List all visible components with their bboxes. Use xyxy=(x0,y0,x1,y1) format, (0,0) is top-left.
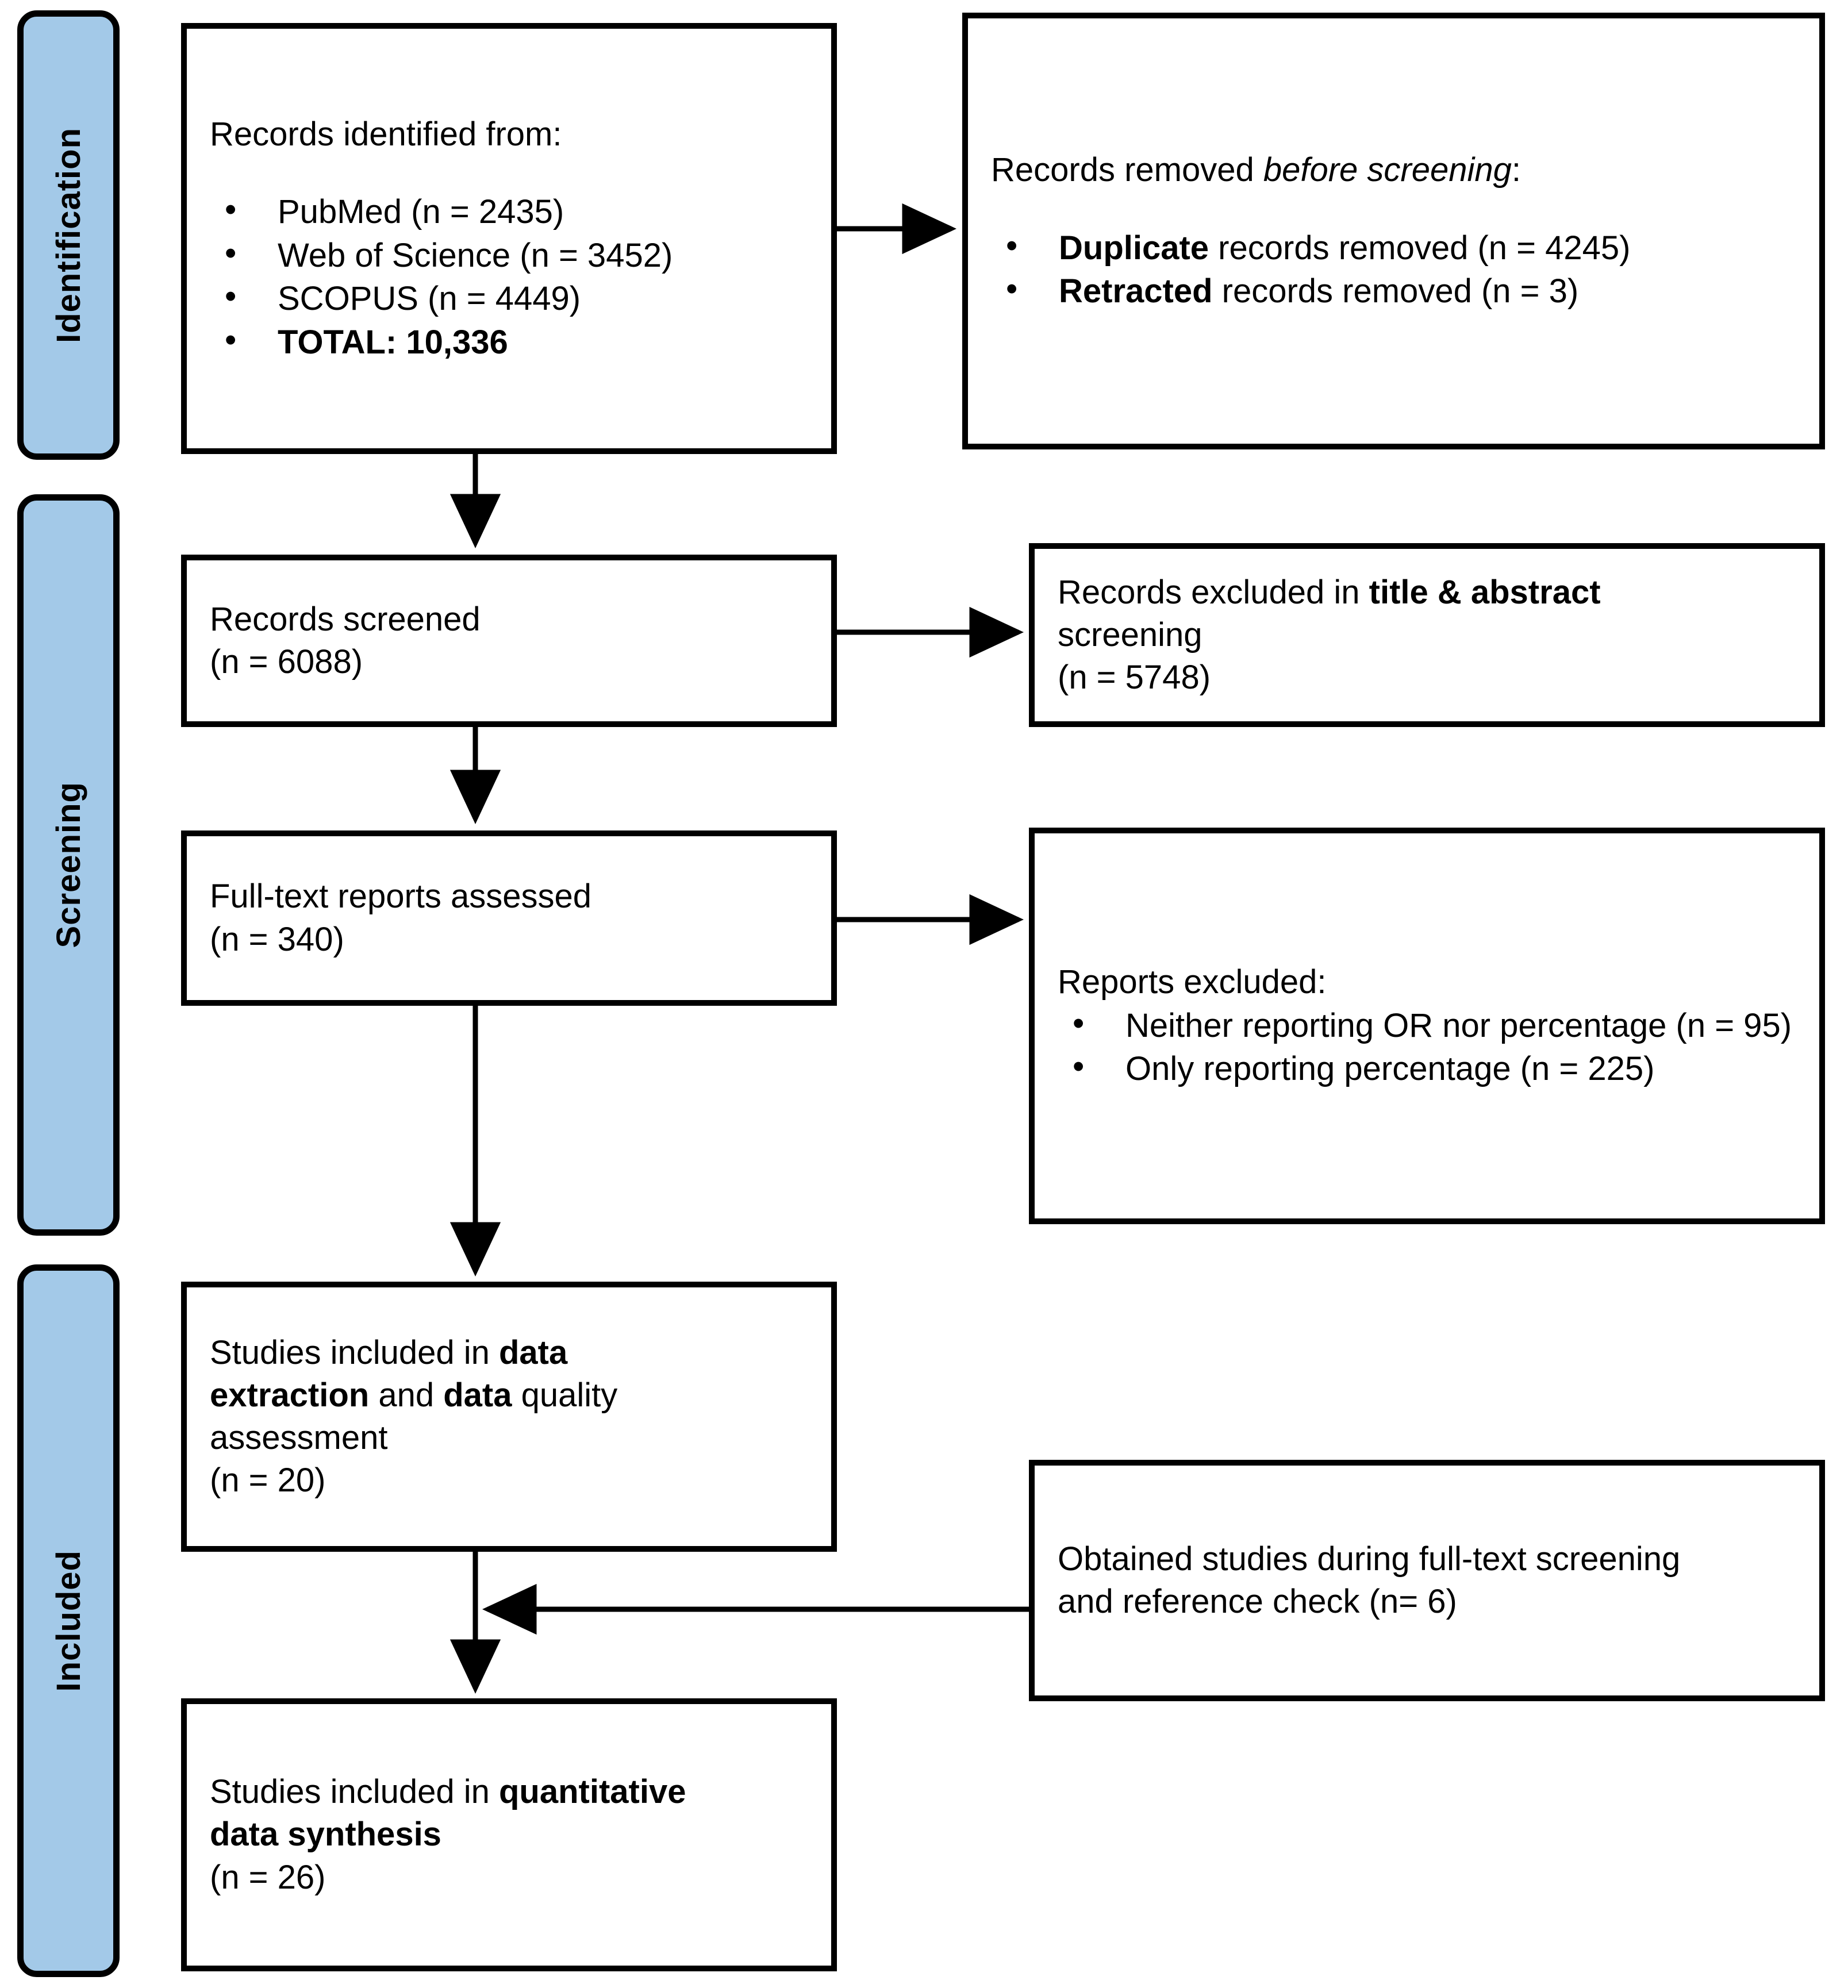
synthesis-line1-bold: quantitative xyxy=(499,1773,686,1811)
stage-label-screening: Screening xyxy=(49,782,87,948)
data-extraction-line1: Studies included in data xyxy=(210,1332,812,1374)
records-excluded-count: (n = 5748) xyxy=(1058,659,1211,697)
box-reports-excluded: Reports excluded: Neither reporting OR n… xyxy=(1029,828,1825,1224)
records-removed-heading: Records removed before screening: xyxy=(991,149,1800,191)
records-identified-sources: PubMed (n = 2435) Web of Science (n = 34… xyxy=(210,188,812,364)
stage-label-included: Included xyxy=(49,1549,87,1692)
synthesis-line2-bold: data synthesis xyxy=(210,1816,441,1854)
data-extraction-line1-plain: Studies included in xyxy=(210,1333,499,1371)
box-fulltext-reports-assessed: Full-text reports assessed (n = 340) xyxy=(181,830,837,1006)
source-total-item: TOTAL: 10,336 xyxy=(210,318,812,364)
reports-excluded-item: Only reporting percentage (n = 225) xyxy=(1058,1045,1800,1090)
data-extraction-line2-bold2: data xyxy=(443,1376,512,1414)
data-extraction-line2-plain1: and xyxy=(369,1376,444,1414)
records-identified-heading: Records identified from: xyxy=(210,116,562,153)
records-screened-line1: Records screened xyxy=(210,600,481,638)
box-records-screened: Records screened (n = 6088) xyxy=(181,555,837,727)
records-excluded-line1-plain: Records excluded in xyxy=(1058,573,1369,611)
data-extraction-line3: assessment xyxy=(210,1419,388,1456)
source-item: Web of Science (n = 3452) xyxy=(210,232,812,277)
box-records-identified: Records identified from: PubMed (n = 243… xyxy=(181,23,837,454)
total-value: 10,336 xyxy=(406,323,508,361)
data-extraction-line2-bold1: extraction xyxy=(210,1376,370,1414)
synthesis-line1-plain: Studies included in xyxy=(210,1773,499,1811)
records-removed-heading-colon: : xyxy=(1511,151,1522,189)
removed-item: Retracted records removed (n = 3) xyxy=(991,267,1800,313)
records-excluded-line1: Records excluded in title & abstract xyxy=(1058,571,1800,614)
synthesis-line2: data synthesis xyxy=(210,1813,812,1856)
obtained-studies-line2: and reference check (n= 6) xyxy=(1058,1583,1457,1620)
source-item: SCOPUS (n = 4449) xyxy=(210,275,812,320)
fulltext-assessed-count: (n = 340) xyxy=(210,920,344,958)
data-extraction-count: (n = 20) xyxy=(210,1462,326,1499)
synthesis-count: (n = 26) xyxy=(210,1858,326,1896)
records-excluded-line2: screening xyxy=(1058,616,1202,653)
data-extraction-line1-bold: data xyxy=(499,1333,568,1371)
records-removed-list: Duplicate records removed (n = 4245) Ret… xyxy=(991,224,1800,313)
box-records-excluded-title-abstract: Records excluded in title & abstract scr… xyxy=(1029,543,1825,727)
removed-item-bold: Duplicate xyxy=(1059,229,1209,267)
synthesis-line1: Studies included in quantitative xyxy=(210,1771,812,1813)
records-excluded-line1-bold: title & abstract xyxy=(1369,573,1601,611)
records-removed-heading-plain: Records removed xyxy=(991,151,1263,189)
removed-item-rest: records removed (n = 3) xyxy=(1212,272,1579,310)
removed-item: Duplicate records removed (n = 4245) xyxy=(991,224,1800,270)
obtained-studies-line1: Obtained studies during full-text screen… xyxy=(1058,1540,1681,1578)
removed-item-rest: records removed (n = 4245) xyxy=(1209,229,1631,267)
box-records-removed-before-screening: Records removed before screening: Duplic… xyxy=(962,13,1825,449)
data-extraction-line2-plain2: quality xyxy=(512,1376,618,1414)
reports-excluded-item: Neither reporting OR nor percentage (n =… xyxy=(1058,1002,1800,1047)
fulltext-assessed-line1: Full-text reports assessed xyxy=(210,878,592,916)
stage-pill-identification: Identification xyxy=(17,10,120,460)
reports-excluded-heading: Reports excluded: xyxy=(1058,963,1327,1001)
stage-label-identification: Identification xyxy=(49,127,87,343)
stage-pill-screening: Screening xyxy=(17,494,120,1236)
removed-item-bold: Retracted xyxy=(1059,272,1213,310)
data-extraction-line2: extraction and data quality xyxy=(210,1374,812,1417)
reports-excluded-list: Neither reporting OR nor percentage (n =… xyxy=(1058,1002,1800,1091)
records-removed-heading-italic: before screening xyxy=(1263,151,1512,189)
box-studies-included-data-extraction: Studies included in data extraction and … xyxy=(181,1282,837,1552)
records-screened-count: (n = 6088) xyxy=(210,643,363,680)
box-obtained-studies: Obtained studies during full-text screen… xyxy=(1029,1460,1825,1701)
source-item: PubMed (n = 2435) xyxy=(210,188,812,233)
box-studies-included-quantitative-synthesis: Studies included in quantitative data sy… xyxy=(181,1698,837,1971)
total-label: TOTAL: xyxy=(278,323,397,361)
stage-pill-included: Included xyxy=(17,1264,120,1977)
